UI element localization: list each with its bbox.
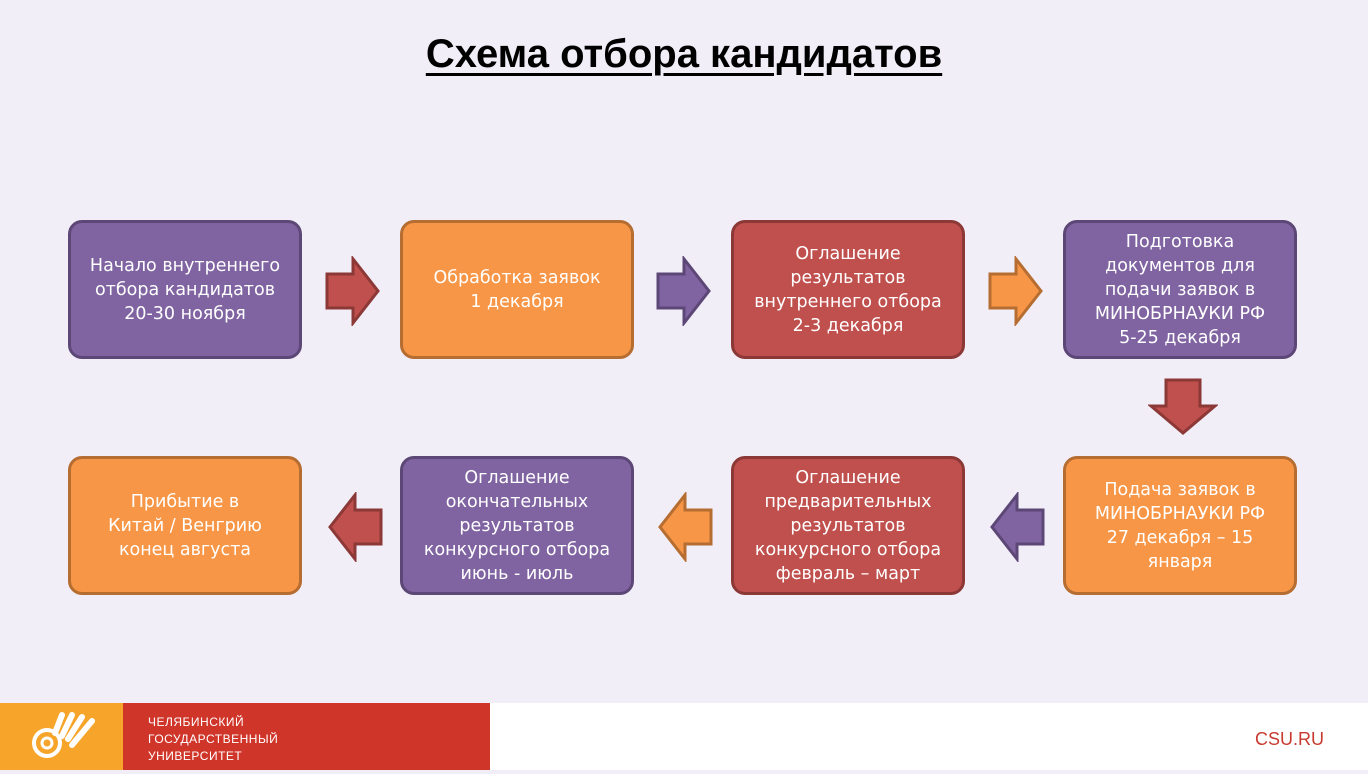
step-8-box: Прибытие в Китай / Венгрию конец августа — [68, 456, 302, 595]
step-5-box: Подача заявок в МИНОБРНАУКИ РФ 27 декабр… — [1063, 456, 1297, 595]
arrow-down-icon — [1148, 378, 1218, 435]
step-3-box: Оглашение результатов внутреннего отбора… — [731, 220, 965, 359]
arrow-left-icon — [990, 492, 1045, 562]
footer: ЧЕЛЯБИНСКИЙ ГОСУДАРСТВЕННЫЙ УНИВЕРСИТЕТ … — [0, 703, 1368, 770]
shell-logo-icon — [32, 712, 95, 758]
arrow-right-icon — [656, 256, 711, 326]
step-1-box: Начало внутреннего отбора кандидатов 20-… — [68, 220, 302, 359]
arrow-left-icon — [658, 492, 713, 562]
step-4-box: Подготовка документов для подачи заявок … — [1063, 220, 1297, 359]
step-7-box: Оглашение окончательных результатов конк… — [400, 456, 634, 595]
arrow-left-icon — [328, 492, 383, 562]
site-link[interactable]: CSU.RU — [1254, 729, 1324, 749]
arrow-right-icon — [325, 256, 380, 326]
university-banner: ЧЕЛЯБИНСКИЙ ГОСУДАРСТВЕННЫЙ УНИВЕРСИТЕТ — [123, 703, 490, 770]
step-2-box: Обработка заявок 1 декабря — [400, 220, 634, 359]
university-name: ЧЕЛЯБИНСКИЙ ГОСУДАРСТВЕННЫЙ УНИВЕРСИТЕТ — [148, 715, 279, 763]
page-title: Схема отбора кандидатов — [425, 32, 943, 76]
step-6-box: Оглашение предварительных результатов ко… — [731, 456, 965, 595]
university-logo — [0, 703, 123, 770]
arrow-right-icon — [988, 256, 1043, 326]
